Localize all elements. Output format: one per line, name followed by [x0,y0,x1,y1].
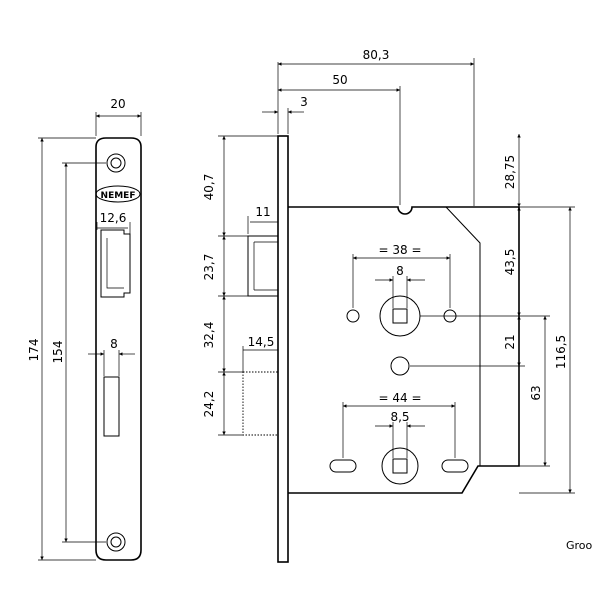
lock-body-side-view [242,135,520,563]
dim-spindle-to-centre: 21 [503,334,517,349]
dim-latch-to-bolt: 32,4 [202,322,216,349]
dim-square-spindle: 8 [396,264,404,278]
dim-spindle-to-lower: 63 [529,385,543,400]
dim-handle-screws: = 38 = [378,243,421,257]
dim-latch-height: 23,7 [202,254,216,281]
nemef-logo-icon [95,185,141,203]
dim-bolt-height: 24,2 [202,391,216,418]
faceplate-front-view: NEMEF [95,137,142,561]
dim-top-to-latch: 40,7 [202,174,216,201]
dim-backset: 50 [332,73,347,87]
footer-caption: Groo [566,539,593,552]
dim-case-to-spindle: 43,5 [503,249,517,276]
dim-case-height: 116,5 [554,335,568,369]
dim-faceplate-thickness: 3 [300,95,308,109]
faceplate-dimensions: 20 174 154 12,6 8 [27,97,142,561]
dim-bolt-width: 8 [110,337,118,351]
dim-bolt-projection: 14,5 [248,335,275,349]
dim-lower-screws: = 44 = [378,391,421,405]
brand-logo-text: NEMEF [101,191,136,201]
dim-latch-width: 12,6 [100,211,127,225]
dim-case-top-offset: 28,75 [503,155,517,189]
dim-hole-spacing: 154 [51,341,65,364]
dim-case-depth: 80,3 [363,48,390,62]
side-view-dimensions: 80,3 50 3 11 40,7 23,7 32,4 24,2 14,5 [202,48,575,494]
dim-faceplate-height: 174 [27,339,41,362]
dim-latch-projection: 11 [255,205,270,219]
dim-lower-square: 8,5 [390,410,409,424]
dim-faceplate-width: 20 [110,97,125,111]
